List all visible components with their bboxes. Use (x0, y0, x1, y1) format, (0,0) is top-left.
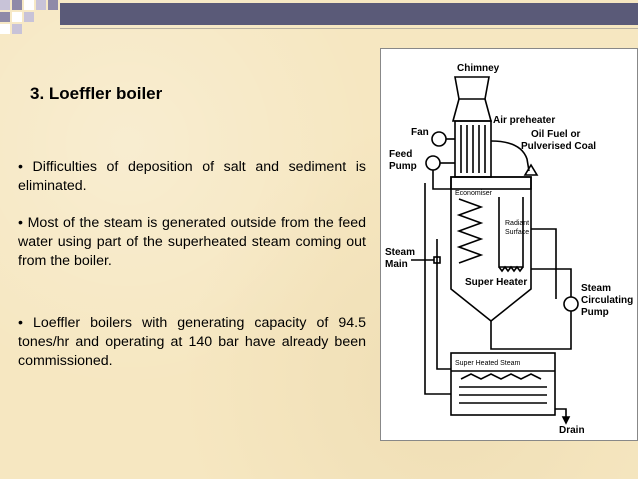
label-air-preheater: Air preheater (493, 115, 555, 126)
header-bar (60, 3, 638, 25)
label-super-heater: Super Heater (465, 277, 527, 288)
label-radiant-2: Surface (505, 229, 529, 236)
boiler-schematic: Chimney Air preheater Fan Oil Fuel or Pu… (385, 63, 633, 436)
loeffler-boiler-diagram: Chimney Air preheater Fan Oil Fuel or Pu… (380, 48, 638, 441)
label-circ-1: Steam (581, 283, 611, 294)
bullet-salt-deposition: • Difficulties of deposition of salt and… (18, 159, 366, 194)
label-steam-main-1: Steam (385, 247, 415, 258)
decorative-corner-squares (0, 0, 58, 34)
label-super-heated-steam: Super Heated Steam (455, 360, 521, 367)
label-radiant-1: Radiant (505, 220, 529, 227)
slide-title: 3. Loeffler boiler (30, 84, 163, 103)
label-economiser: Economiser (455, 190, 493, 197)
label-fan: Fan (411, 127, 429, 138)
label-drain: Drain (559, 425, 585, 436)
label-feed-2: Pump (389, 161, 417, 172)
label-oil-fuel-2: Pulverised Coal (521, 141, 596, 152)
bullet-capacity: • Loeffler boilers with generating capac… (18, 315, 366, 369)
label-oil-fuel-1: Oil Fuel or (531, 129, 581, 140)
header-divider (60, 28, 638, 29)
label-steam-main-2: Main (385, 259, 408, 270)
bullet-steam-generation: • Most of the steam is generated outside… (18, 215, 366, 269)
label-chimney: Chimney (457, 63, 500, 74)
label-circ-3: Pump (581, 307, 609, 318)
label-feed-1: Feed (389, 149, 412, 160)
label-circ-2: Circulating (581, 295, 633, 306)
